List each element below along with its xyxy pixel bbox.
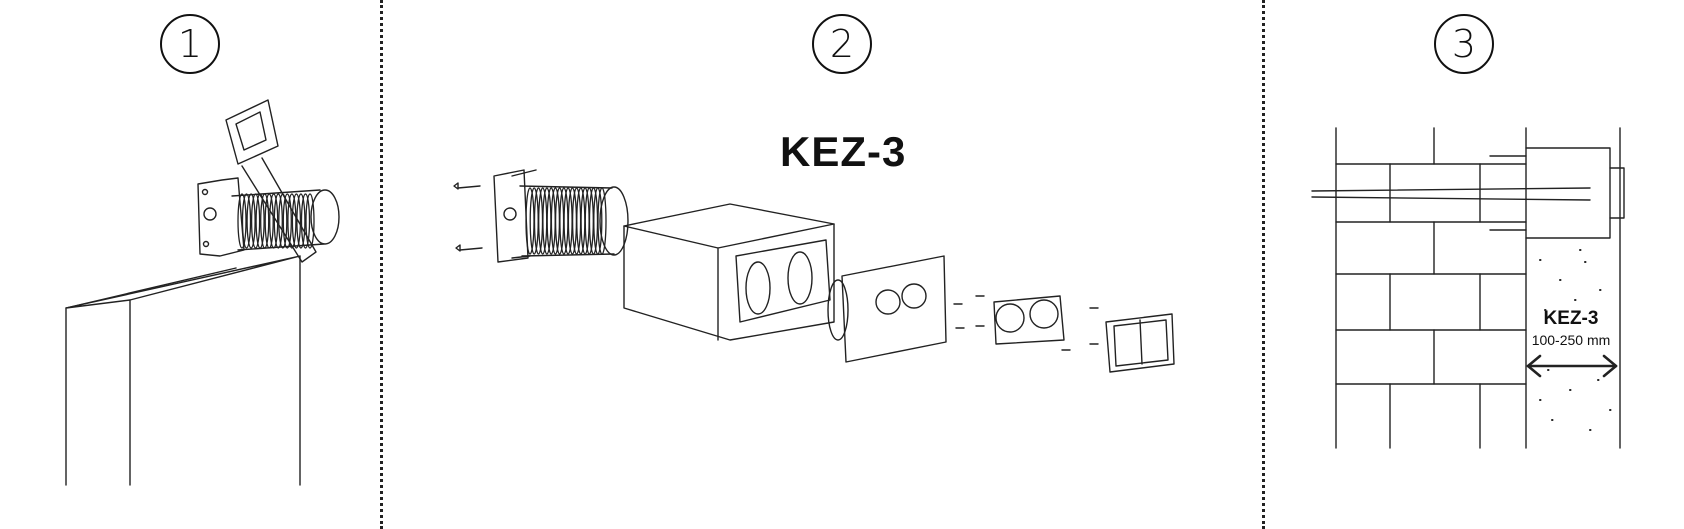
step-number-3: 3 <box>1434 14 1494 74</box>
divider-right <box>1262 0 1265 529</box>
step1-tube-rings-ring <box>278 193 288 249</box>
step1-tube-rings-ring <box>291 193 302 249</box>
step1-tube-rings-ring <box>282 193 292 249</box>
step1-tube-rings-ring <box>237 193 247 249</box>
step-number-2: 2 <box>812 14 872 74</box>
step1-tube-rings-ring <box>246 193 256 249</box>
step-number-3-label: 3 <box>1451 22 1477 66</box>
wall-section-model-label: KEZ-3 <box>1543 308 1599 329</box>
step1-corrugated-tube <box>231 189 340 251</box>
step1-tube-rings-ring <box>296 193 306 249</box>
step2-tube-rings-ring <box>593 187 603 255</box>
step1-tube-rings-ring <box>264 193 274 249</box>
step-number-1-label: 1 <box>177 22 203 66</box>
step-number-2-label: 2 <box>829 22 855 66</box>
step1-tube-rings-ring <box>269 193 279 249</box>
step1-tube-rings <box>237 193 315 249</box>
step2-tube-rings <box>525 187 607 255</box>
step1-tube-rings-ring <box>250 193 261 249</box>
step-number-1: 1 <box>160 14 220 74</box>
product-title: KEZ-3 <box>780 128 907 175</box>
step2-tube-rings-ring <box>597 187 607 255</box>
step1-tube-rings-ring <box>241 193 252 249</box>
thickness-dimension-arrow <box>1526 354 1618 378</box>
insulation-texture <box>1539 249 1612 431</box>
step1-tube-rings-ring <box>305 193 315 249</box>
step1-wall-box-illustration <box>65 99 340 486</box>
step1-tube-rings-ring <box>273 193 283 249</box>
step3-wall-section <box>1311 127 1625 449</box>
step1-tube-rings-ring <box>300 193 311 249</box>
step1-tube-rings-ring <box>260 193 270 249</box>
step1-tube-rings-ring <box>287 193 297 249</box>
wall-thickness-range-label: 100-250 mm <box>1531 332 1611 348</box>
divider-left <box>380 0 383 529</box>
step1-tube-rings-ring <box>255 193 265 249</box>
step2-exploded-view <box>453 169 1175 373</box>
